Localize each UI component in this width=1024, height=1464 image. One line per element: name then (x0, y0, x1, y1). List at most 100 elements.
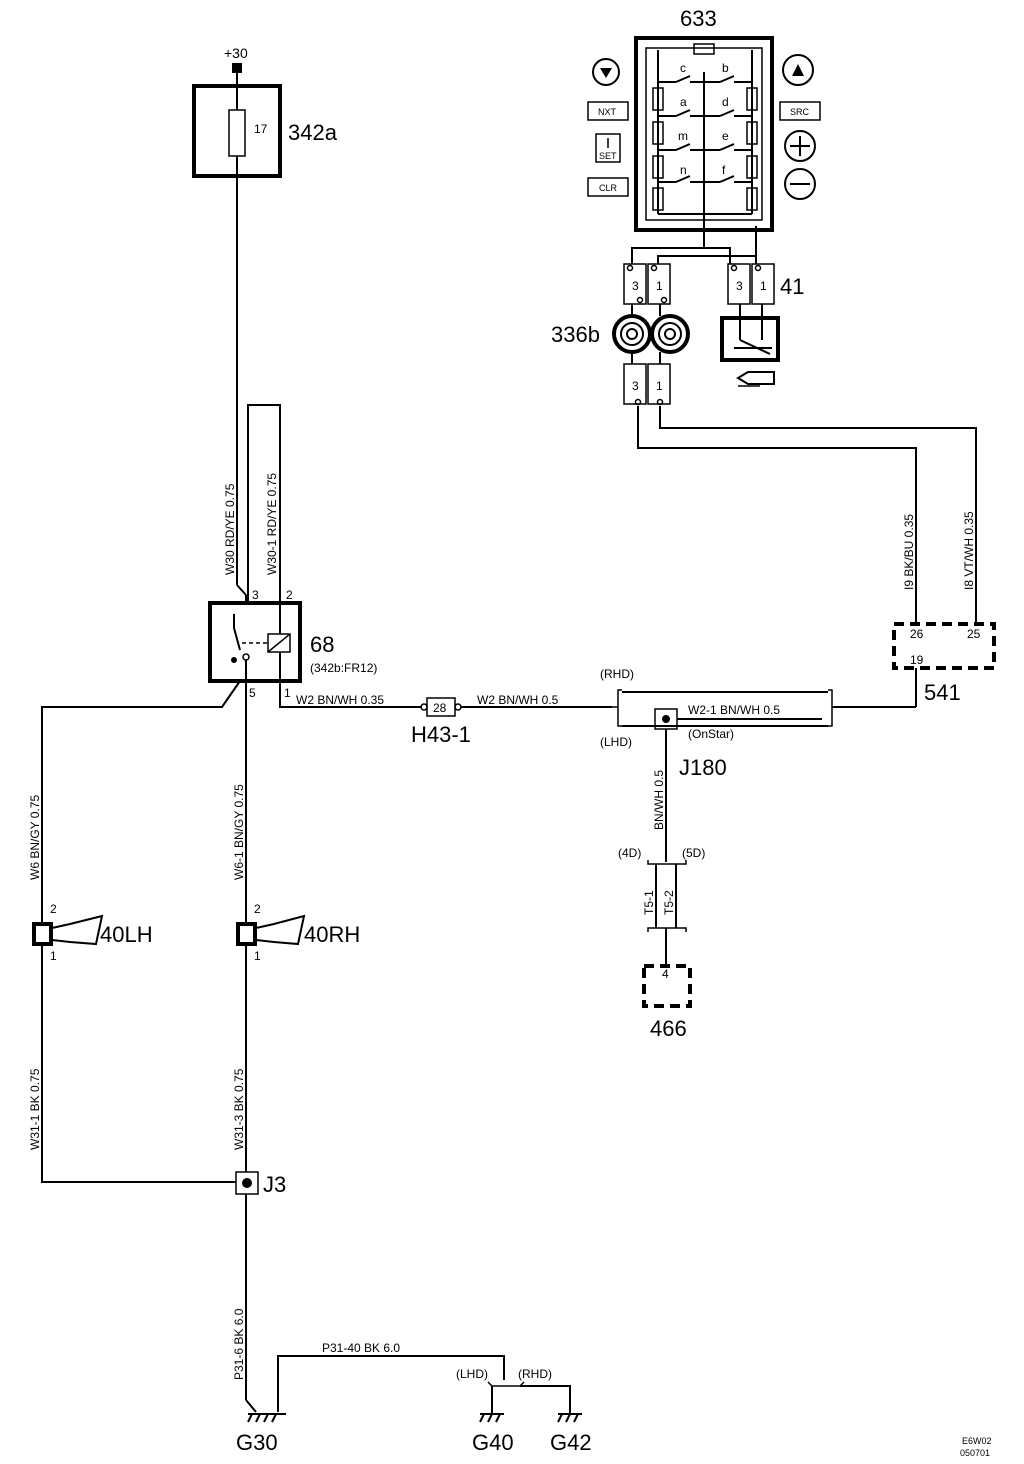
wire-w6-label: W6 BN/GY 0.75 (28, 795, 42, 880)
junction-j3-label: J3 (263, 1172, 286, 1197)
relay-pin-5: 5 (249, 686, 256, 700)
connector-h43-1: 28 H43-1 (411, 697, 471, 747)
button-nxt-label: NXT (598, 107, 617, 117)
fuse-box-342a: 17 342a (192, 84, 338, 178)
horn-switch-pin-1: 1 (760, 279, 767, 293)
relay-pin-1: 1 (284, 686, 291, 700)
relay-reference: (342b:FR12) (310, 661, 377, 675)
clock-spring-upper-pin-3: 3 (632, 279, 639, 293)
footer-code-2: 050701 (960, 1448, 990, 1458)
relay-pin-2: 2 (286, 588, 293, 602)
button-up[interactable] (782, 54, 814, 86)
fuse-number: 17 (254, 122, 268, 136)
footer-code-1: E6W02 (962, 1436, 992, 1446)
wire-w2-b-label: W2 BN/WH 0.5 (477, 693, 559, 707)
wire-w30-label: W30 RD/YE 0.75 (223, 483, 237, 575)
clock-spring-lower-pin-1: 1 (656, 379, 663, 393)
button-plus[interactable] (784, 130, 816, 162)
clock-spring-label: 336b (551, 322, 600, 347)
variant-lhd-2: (LHD) (456, 1367, 488, 1381)
clock-spring-upper-pin-1: 1 (656, 279, 663, 293)
clock-spring-lower-pin-3: 3 (632, 379, 639, 393)
contact-c: c (680, 61, 686, 75)
horn-rh-label: 40RH (304, 922, 360, 947)
clock-spring-336b: 3 1 3 1 336b (551, 263, 690, 406)
module-541-pin-19: 19 (910, 653, 924, 667)
horn-lh-label: 40LH (100, 922, 153, 947)
relay-pin-3: 3 (252, 588, 259, 602)
ground-g40-label: G40 (472, 1430, 514, 1455)
junction-j3: J3 (235, 1171, 286, 1197)
relay-label: 68 (310, 632, 334, 657)
wire-w30-1-label: W30-1 RD/YE 0.75 (265, 473, 279, 575)
horn-rh-pin-1: 1 (254, 949, 261, 963)
contact-a: a (680, 95, 687, 109)
button-nxt[interactable]: NXT (587, 101, 629, 121)
module-466-label: 466 (650, 1016, 687, 1041)
button-src[interactable]: SRC (779, 101, 821, 121)
wire-p31-40-label: P31-40 BK 6.0 (322, 1341, 400, 1355)
module-541: 26 25 19 541 (892, 622, 996, 705)
triangle-up-icon (792, 64, 804, 76)
horn-switch-pin-3: 3 (736, 279, 743, 293)
horn-lh-pin-2: 2 (50, 902, 57, 916)
horn-rh-pin-2: 2 (254, 902, 261, 916)
wire-w2-a-label: W2 BN/WH 0.35 (296, 693, 384, 707)
horn-rh-icon (255, 914, 306, 946)
wire-bnwh-label: BN/WH 0.5 (652, 770, 666, 830)
wire-w31-3-label: W31-3 BK 0.75 (232, 1068, 246, 1150)
variant-lhd-1: (LHD) (600, 735, 632, 749)
button-clr[interactable]: CLR (587, 177, 629, 197)
button-set[interactable]: SET (595, 133, 621, 163)
ground-g30-label: G30 (236, 1430, 278, 1455)
contact-n: n (680, 163, 687, 177)
fuse-17 (228, 109, 246, 157)
triangle-down-icon (600, 68, 612, 78)
variant-5d: (5D) (682, 846, 705, 860)
contact-f: f (722, 163, 726, 177)
horn-40lh: 2 1 40LH (32, 902, 153, 963)
button-src-label: SRC (790, 107, 810, 117)
button-down[interactable] (592, 58, 620, 86)
module-466: 4 466 (642, 964, 692, 1041)
horn-relay-68: 3 2 5 1 68 (342b:FR12) (208, 588, 377, 700)
button-set-label: SET (599, 151, 617, 161)
module-541-pin-25: 25 (967, 627, 981, 641)
horn-icon (736, 371, 775, 387)
ground-g30: G30 (236, 1413, 286, 1455)
supply-terminal: +30 (224, 45, 248, 73)
wire-t5-2-label: T5-2 (662, 890, 676, 915)
horn-lh-pin-1: 1 (50, 949, 57, 963)
variant-rhd-2: (RHD) (518, 1367, 552, 1381)
button-minus[interactable] (784, 168, 816, 200)
module-466-pin: 4 (662, 967, 669, 981)
steering-wheel-switch-633: 633 c b a d m e n f (634, 6, 774, 232)
connector-h43-label: H43-1 (411, 722, 471, 747)
wire-t5-1-label: T5-1 (642, 890, 656, 915)
connector-h43-pin: 28 (433, 701, 447, 715)
contact-m: m (678, 129, 688, 143)
wire-i9-label: I9 BK/BU 0.35 (902, 514, 916, 590)
wire-w2-1-label: W2-1 BN/WH 0.5 (688, 703, 780, 717)
module-541-pin-26: 26 (910, 627, 924, 641)
contact-d: d (722, 95, 729, 109)
horn-switch-41: 3 1 41 (720, 263, 804, 387)
module-541-label: 541 (924, 680, 961, 705)
contact-e: e (722, 129, 729, 143)
contact-b: b (722, 61, 729, 75)
variant-4d: (4D) (618, 846, 641, 860)
button-clr-label: CLR (599, 183, 618, 193)
ground-g42: G42 (550, 1413, 592, 1455)
fuse-box-label: 342a (288, 120, 338, 145)
wire-w31-1-label: W31-1 BK 0.75 (28, 1068, 42, 1150)
wire-p31-6-label: P31-6 BK 6.0 (232, 1308, 246, 1380)
wire-w6-1-label: W6-1 BN/GY 0.75 (232, 784, 246, 880)
variant-rhd-1: (RHD) (600, 667, 634, 681)
ground-g42-label: G42 (550, 1430, 592, 1455)
variant-onstar: (OnStar) (688, 727, 734, 741)
horn-switch-label: 41 (780, 274, 804, 299)
wire-i8-label: I8 VT/WH 0.35 (962, 511, 976, 590)
junction-j180-label: J180 (679, 755, 727, 780)
horn-lh-icon (51, 914, 104, 946)
